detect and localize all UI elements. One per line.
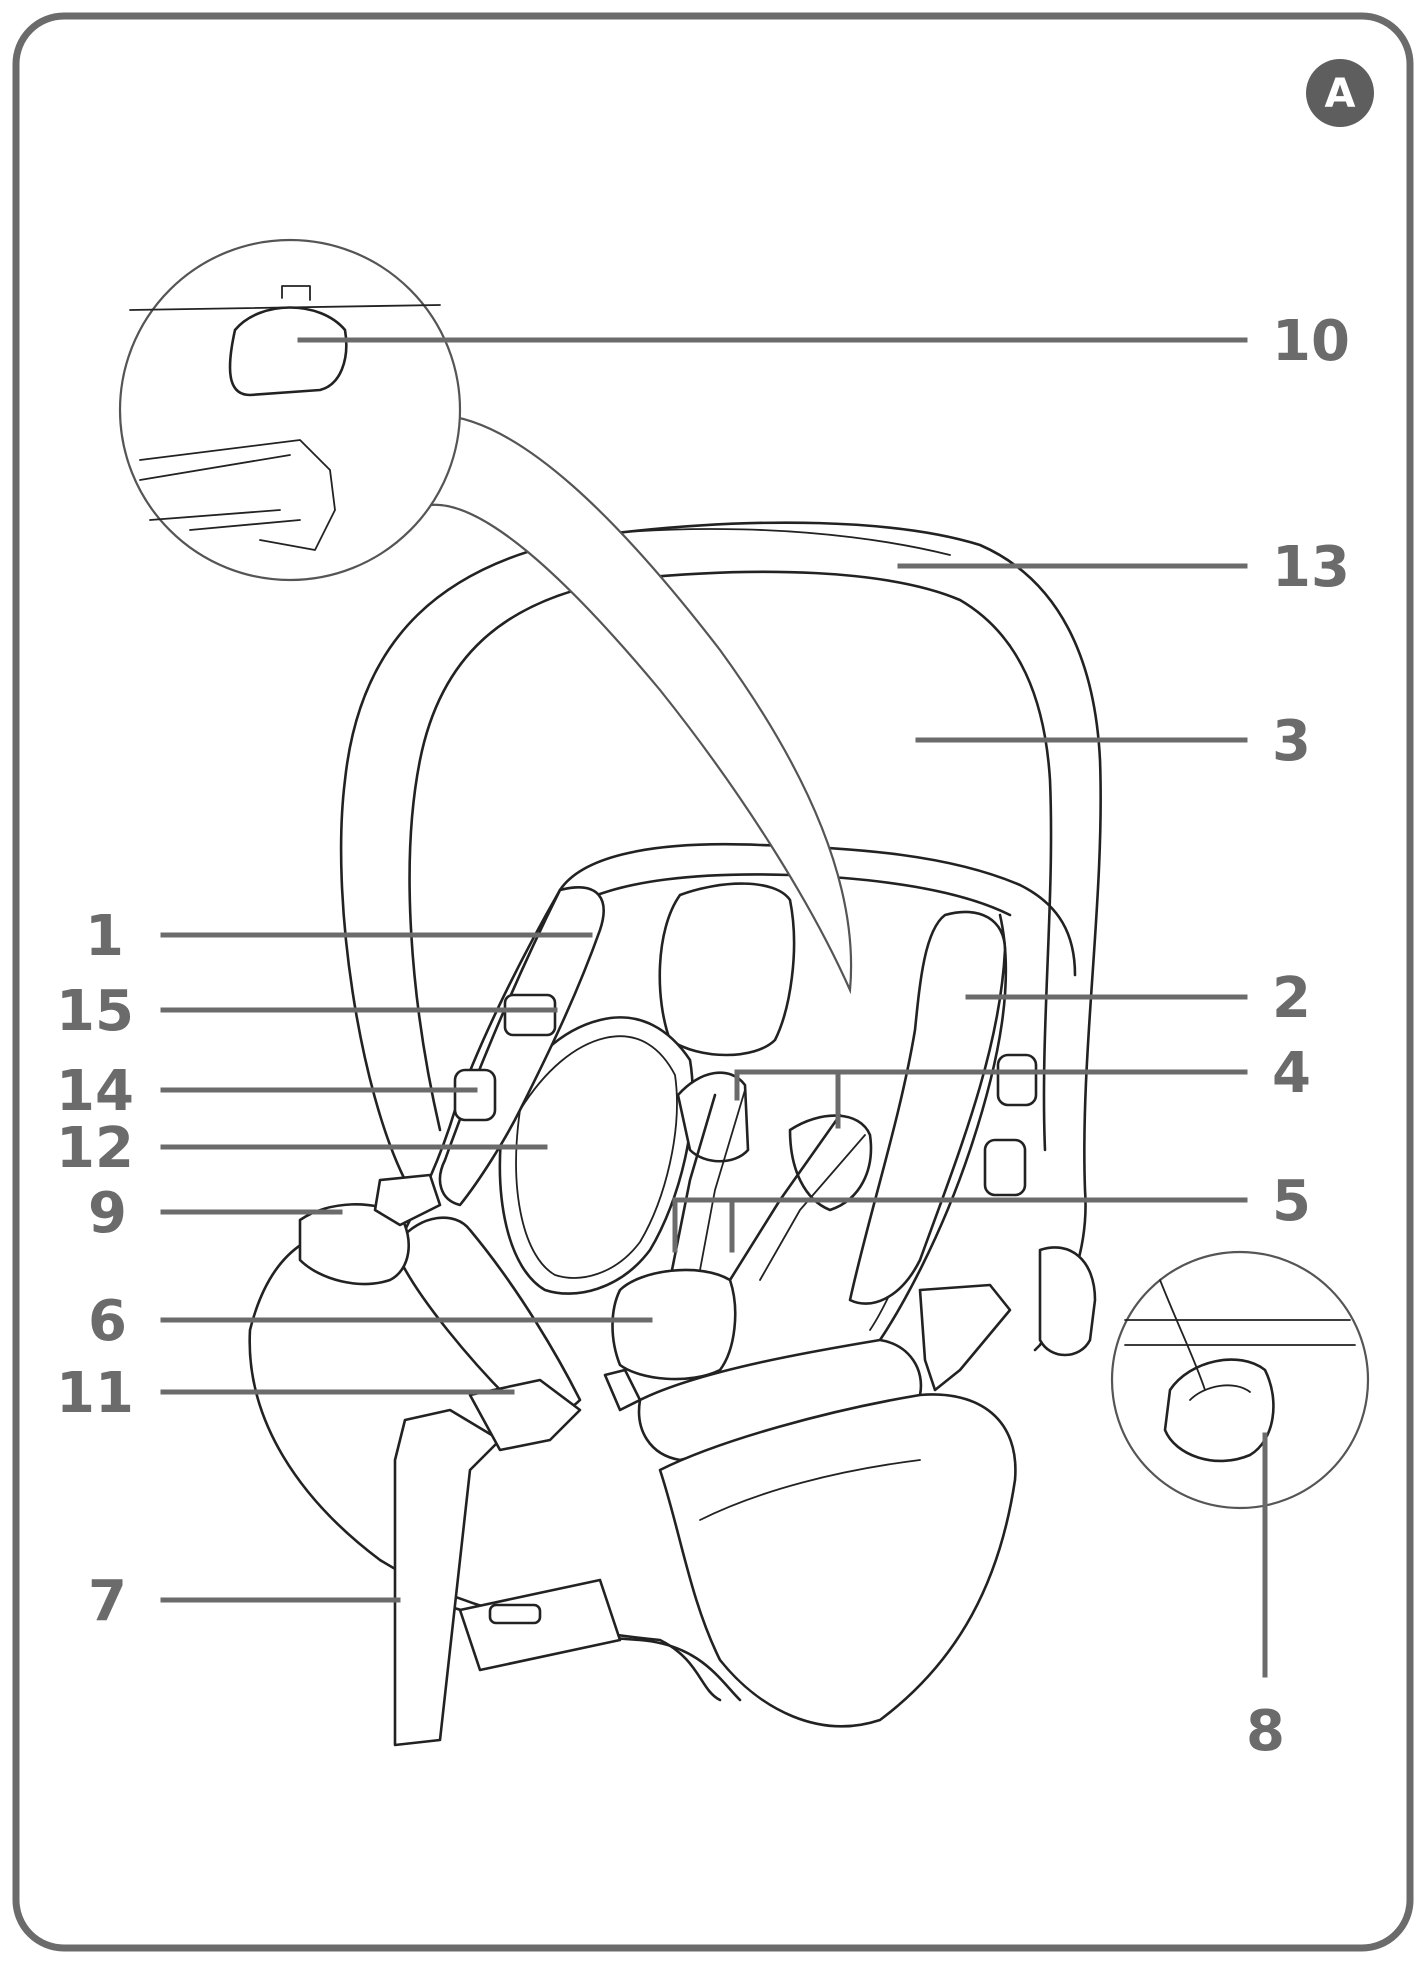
detail-knob-ring (1189, 1384, 1251, 1401)
crotch-strap (603, 1368, 642, 1412)
callout-2: 2 (1272, 966, 1311, 1031)
detail-rail (1124, 1319, 1356, 1346)
callout-6: 6 (88, 1289, 127, 1354)
belt-guide-strap (393, 1408, 502, 1747)
callout-5: 5 (1272, 1169, 1311, 1234)
detail-view-release-button (1110, 1250, 1370, 1510)
detail-circle-top (118, 238, 462, 582)
callout-10: 10 (1272, 309, 1350, 374)
callout-14: 14 (56, 1059, 134, 1124)
headrest (658, 882, 796, 1057)
right-side-button (983, 1138, 1027, 1197)
base-connector-label (488, 1603, 542, 1625)
leader-lines (160, 337, 1268, 1678)
central-buckle (611, 1268, 737, 1381)
callout-11: 11 (56, 1361, 134, 1426)
detail-knob (1163, 1358, 1275, 1463)
harness-strap-right-edge (759, 1134, 866, 1281)
side-wing-pad (848, 910, 1007, 1305)
diagram-frame (12, 12, 1414, 1952)
seat-shell-top (558, 842, 1077, 977)
detail-connector (1159, 1279, 1206, 1391)
right-belt-guide-clip (918, 1283, 1012, 1392)
detail-catch-latch (228, 306, 348, 397)
belt-hook (373, 1173, 442, 1227)
leader-4 (734, 1069, 1248, 1129)
callout-13: 13 (1272, 535, 1350, 600)
detail-pointer-wedge (428, 413, 853, 995)
callout-15: 15 (56, 979, 134, 1044)
detail-view-canopy-catch (118, 238, 853, 995)
front-foot-shell (658, 1393, 1017, 1728)
right-side-button-2 (996, 1053, 1038, 1107)
body-insert (498, 1016, 694, 1295)
callout-7: 7 (88, 1569, 127, 1634)
handle-pivot-right (1038, 1246, 1097, 1357)
carry-handle (339, 521, 1102, 1352)
front-pad-left (398, 1216, 582, 1417)
base-connector-slot (458, 1578, 622, 1672)
figure-badge-circle (1306, 59, 1374, 127)
detail-frame-lines (139, 439, 336, 551)
callout-3: 3 (1272, 709, 1311, 774)
callout-labels: 1 15 14 12 9 6 11 7 10 13 3 2 4 5 8 (56, 309, 1350, 1764)
callout-12: 12 (56, 1116, 134, 1181)
handle-button (453, 1068, 497, 1122)
figure-badge: A (1306, 59, 1374, 127)
car-seat-illustration (248, 521, 1102, 1747)
harness-strap-left-edge (699, 1089, 746, 1271)
body-insert-inner (515, 1035, 678, 1279)
left-side-wing (438, 886, 605, 1207)
seat-shell-right-side (878, 913, 1008, 1342)
side-indicator-button (503, 993, 557, 1037)
front-foot-shell-inner (699, 1459, 921, 1521)
leader-5 (672, 1197, 1248, 1253)
callout-9: 9 (88, 1181, 127, 1246)
detail-catch-tab (281, 285, 311, 301)
carry-handle-inner (408, 570, 1053, 1152)
handle-pivot-left (298, 1203, 411, 1286)
callout-8: 8 (1246, 1699, 1285, 1764)
left-belt-guide (468, 1378, 582, 1452)
callout-1: 1 (85, 904, 124, 969)
callout-4: 4 (1272, 1041, 1311, 1106)
figure-badge-label: A (1325, 71, 1356, 117)
